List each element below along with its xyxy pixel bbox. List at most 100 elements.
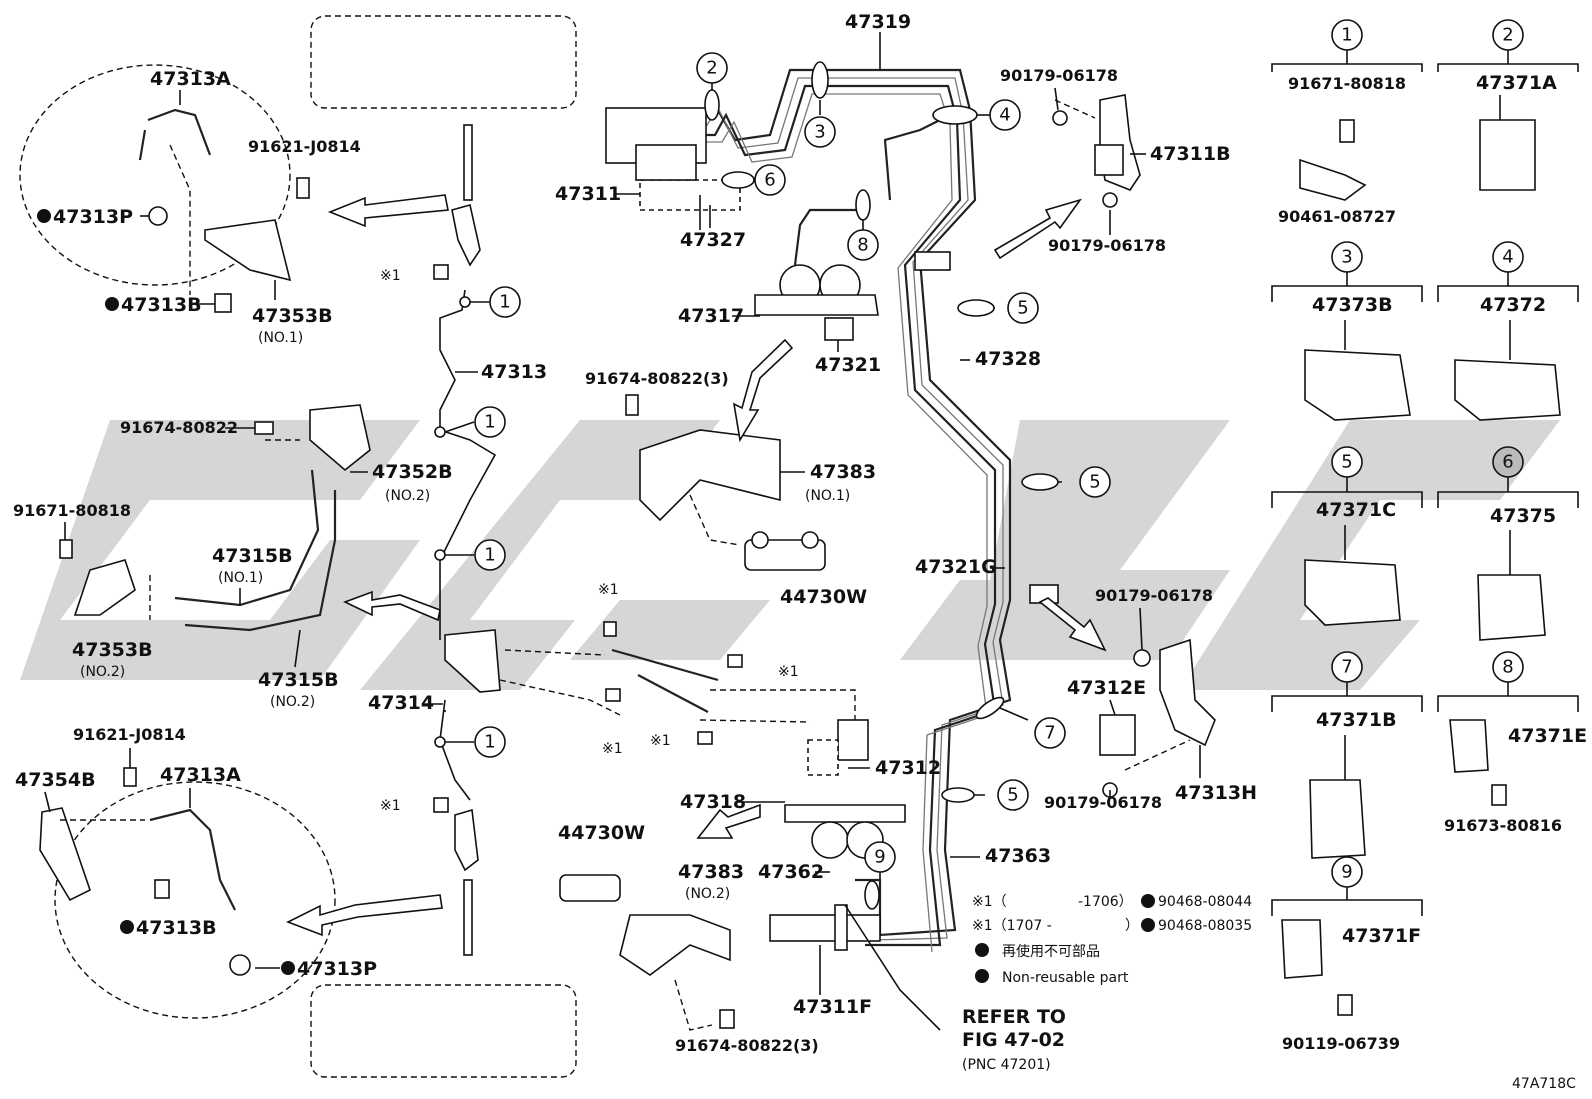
svg-text:1: 1 bbox=[484, 545, 495, 566]
label-47353b-no1-sub: (NO.1) bbox=[258, 330, 303, 346]
callout-1: 1 bbox=[474, 406, 506, 438]
label-refer-3: (PNC 47201) bbox=[962, 1057, 1051, 1073]
svg-text:3: 3 bbox=[1341, 247, 1352, 268]
label-47313h: 47313H bbox=[1175, 782, 1257, 804]
label-47319: 47319 bbox=[845, 11, 911, 33]
svg-text:7: 7 bbox=[1044, 723, 1055, 744]
label-kome1-c: ※1 bbox=[778, 664, 799, 680]
left-hoses bbox=[39, 108, 371, 911]
brake-pipe-bundle bbox=[639, 68, 1012, 953]
svg-text:1: 1 bbox=[484, 412, 495, 433]
svg-text:2: 2 bbox=[1502, 25, 1513, 46]
label-47311: 47311 bbox=[555, 183, 621, 205]
panel-9-top: 47371F bbox=[1342, 925, 1421, 947]
label-90179-06178-c: 90179-06178 bbox=[1095, 586, 1213, 605]
svg-text:9: 9 bbox=[1341, 862, 1352, 883]
label-47352b: 47352B bbox=[372, 461, 453, 483]
callout-circles: 1 1 1 1 2 3 4 6 8 5 5 7 5 9 bbox=[474, 52, 1111, 910]
panel-1-top: 91671-80818 bbox=[1288, 74, 1406, 93]
label-91621-j0814-upper: 91621-J0814 bbox=[248, 137, 361, 156]
callout-6: 6 bbox=[754, 164, 786, 196]
label-91674-80822-3-lower: 91674-80822(3) bbox=[675, 1036, 819, 1055]
label-kome1-b: ※1 bbox=[598, 582, 619, 598]
label-44730w-lower: 44730W bbox=[558, 822, 645, 844]
label-47352b-sub: (NO.2) bbox=[385, 488, 430, 504]
svg-text:1: 1 bbox=[484, 732, 495, 753]
label-47313a-lower: 47313A bbox=[160, 764, 241, 786]
label-47317: 47317 bbox=[678, 305, 744, 327]
non-reusable-dot bbox=[281, 961, 295, 975]
label-47328: 47328 bbox=[975, 348, 1041, 370]
svg-text:7: 7 bbox=[1341, 657, 1352, 678]
callout-1: 1 bbox=[474, 539, 506, 571]
label-47353b-no2-sub: (NO.2) bbox=[80, 664, 125, 680]
legend-row1-part: 90468-08044 bbox=[1158, 894, 1252, 910]
part-labels: 47319 47311 47327 47317 47321 47328 9167… bbox=[13, 11, 1257, 1073]
legend-row2-part: 90468-08035 bbox=[1158, 918, 1252, 934]
refer-leader bbox=[844, 904, 941, 1031]
panel-9-bottom: 90119-06739 bbox=[1282, 1034, 1400, 1053]
clip-panels: 1 91671-80818 90461-08727 2 47371A 3 473… bbox=[1271, 19, 1587, 1053]
label-kome1-e: ※1 bbox=[650, 733, 671, 749]
panel-3-top: 47373B bbox=[1312, 294, 1393, 316]
label-kome1-a: ※1 bbox=[380, 268, 401, 284]
callout-2: 2 bbox=[696, 52, 728, 84]
label-91671-80818-left: 91671-80818 bbox=[13, 501, 131, 520]
label-refer-2: FIG 47-02 bbox=[962, 1029, 1065, 1051]
label-47327: 47327 bbox=[680, 229, 746, 251]
valve-assembly-upper bbox=[605, 107, 879, 571]
svg-text:1: 1 bbox=[499, 292, 510, 313]
label-47362: 47362 bbox=[758, 861, 824, 883]
panel-8-top: 47371E bbox=[1508, 725, 1587, 747]
svg-text:5: 5 bbox=[1341, 452, 1352, 473]
label-47315b-no1-sub: (NO.1) bbox=[218, 570, 263, 586]
label-47311f: 47311F bbox=[793, 996, 872, 1018]
panel-8: 8 47371E 91673-80816 bbox=[1437, 651, 1587, 835]
rear-brake-line bbox=[434, 124, 501, 956]
direction-arrows bbox=[286, 194, 1107, 937]
svg-text:4: 4 bbox=[999, 105, 1010, 126]
label-47313b-upper: 47313B bbox=[121, 294, 202, 316]
svg-text:4: 4 bbox=[1502, 247, 1513, 268]
svg-text:1: 1 bbox=[1341, 25, 1352, 46]
label-47312e: 47312E bbox=[1067, 677, 1146, 699]
svg-text:6: 6 bbox=[764, 170, 775, 191]
panel-6: 6 47375 bbox=[1437, 446, 1579, 641]
non-reusable-dot bbox=[105, 297, 119, 311]
label-47313: 47313 bbox=[481, 361, 547, 383]
detail-circle-upper bbox=[19, 64, 291, 286]
label-47315b-no2-sub: (NO.2) bbox=[270, 694, 315, 710]
dashed-relations bbox=[60, 99, 1191, 1031]
label-47318: 47318 bbox=[680, 791, 746, 813]
callout-7: 7 bbox=[1034, 717, 1066, 749]
label-47315b-no1: 47315B bbox=[212, 545, 293, 567]
label-47363: 47363 bbox=[985, 845, 1051, 867]
label-47354b: 47354B bbox=[15, 769, 96, 791]
clip-icons bbox=[433, 264, 743, 813]
label-47353b-no1: 47353B bbox=[252, 305, 333, 327]
panel-7: 7 47371B bbox=[1271, 651, 1423, 859]
svg-text:8: 8 bbox=[857, 235, 868, 256]
callout-1: 1 bbox=[489, 286, 521, 318]
label-kome1-f: ※1 bbox=[380, 798, 401, 814]
panel-5-top: 47371C bbox=[1316, 499, 1396, 521]
svg-text:2: 2 bbox=[706, 58, 717, 79]
label-47311b: 47311B bbox=[1150, 143, 1231, 165]
callout-1: 1 bbox=[474, 726, 506, 758]
callout-4: 4 bbox=[989, 99, 1021, 131]
detail-circle-lower bbox=[54, 781, 336, 1019]
label-47313a-upper: 47313A bbox=[150, 68, 231, 90]
panel-6-top: 47375 bbox=[1490, 505, 1556, 527]
label-91674-80822-3: 91674-80822(3) bbox=[585, 369, 729, 388]
label-47383-no1-sub: (NO.1) bbox=[805, 488, 850, 504]
label-90179-06178-a: 90179-06178 bbox=[1000, 66, 1118, 85]
label-47313p-upper: 47313P bbox=[53, 206, 133, 228]
legend-row1-mark: ※1（ bbox=[972, 894, 1007, 910]
callout-5: 5 bbox=[1079, 466, 1111, 498]
label-47314: 47314 bbox=[368, 692, 434, 714]
callout-9: 9 bbox=[864, 841, 896, 873]
label-47383-no2: 47383 bbox=[678, 861, 744, 883]
legend-row2-mark: ※1（1707 - bbox=[972, 918, 1052, 934]
label-47353b-no2: 47353B bbox=[72, 639, 153, 661]
